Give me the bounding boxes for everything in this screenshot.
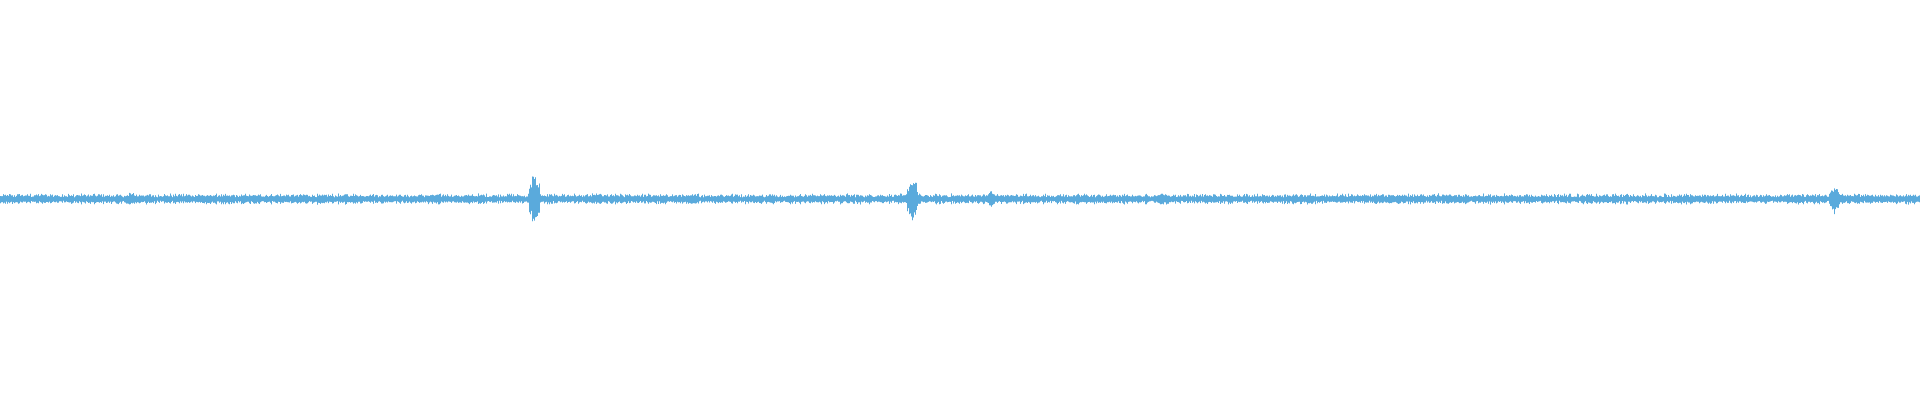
waveform-trace [0,176,1920,222]
